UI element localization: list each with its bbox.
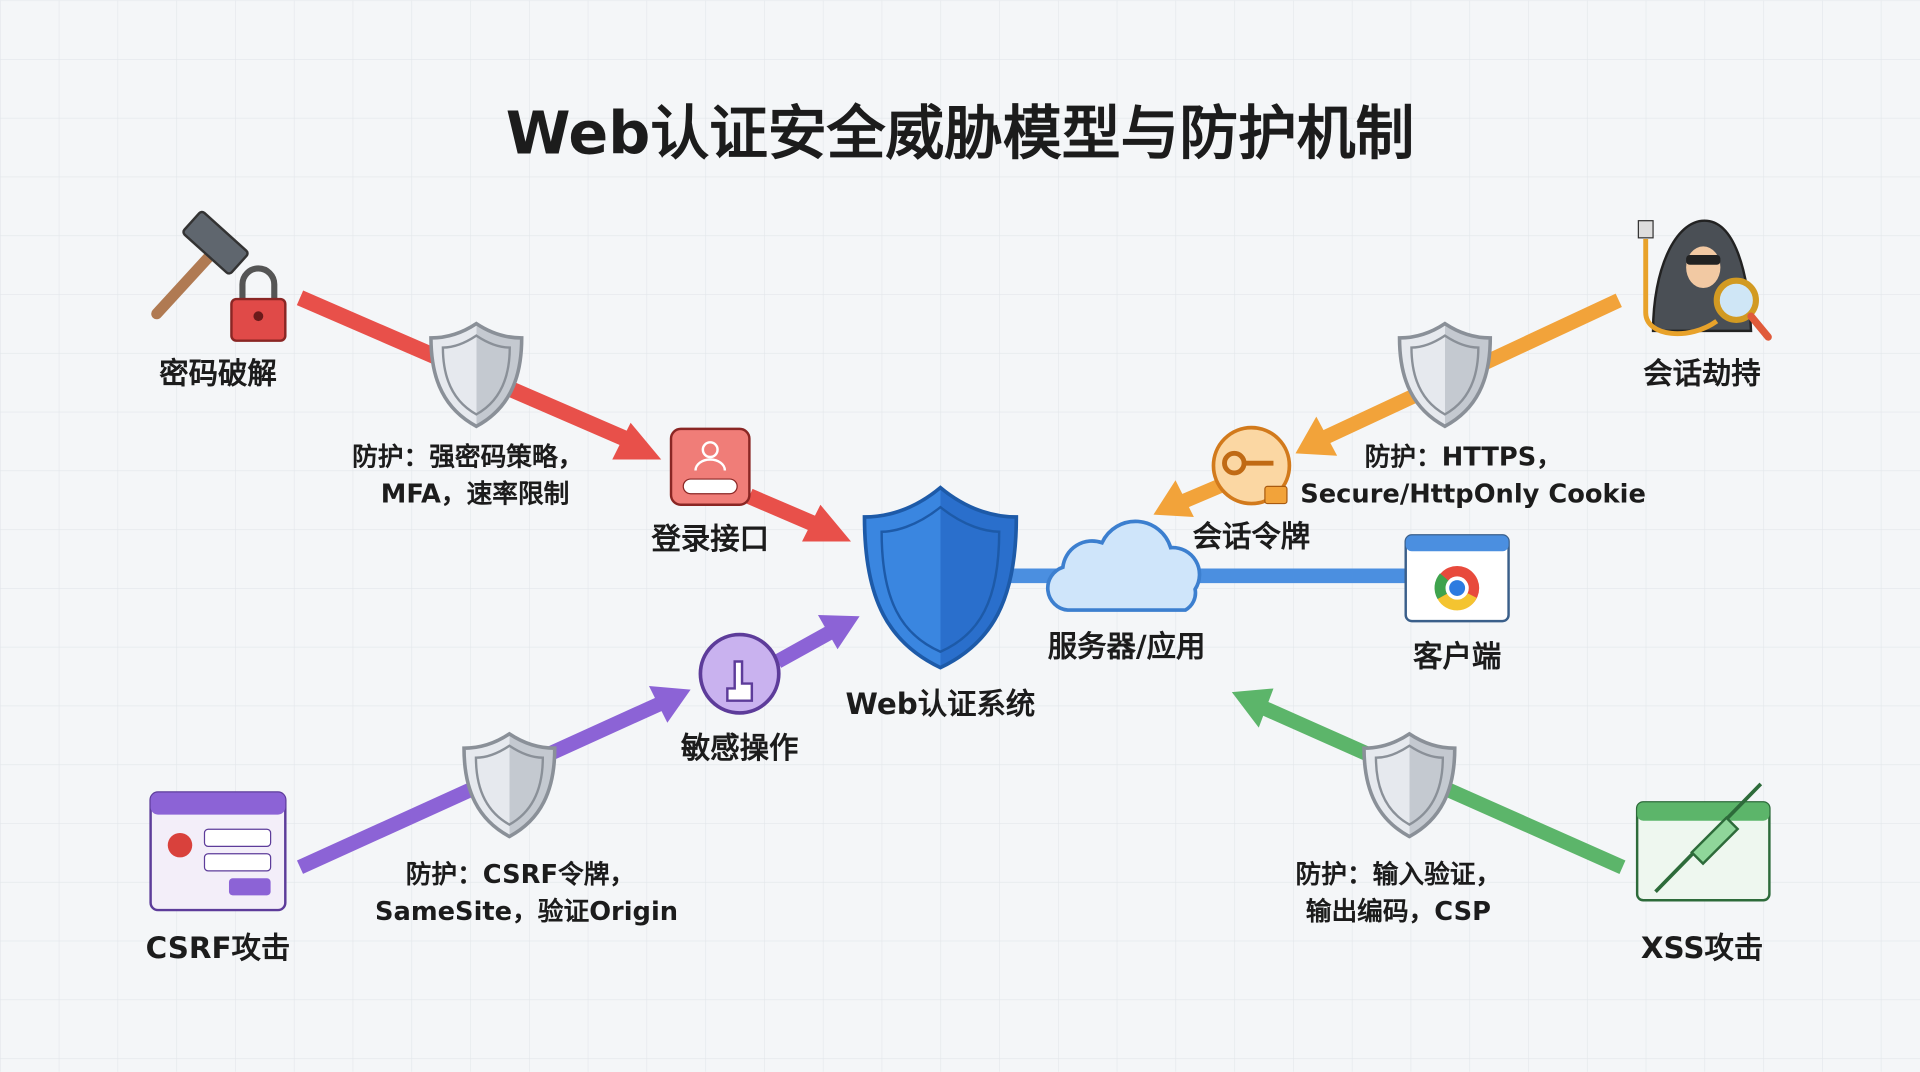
xss-syringe-page-icon: [1635, 782, 1771, 902]
defense-text: SameSite，验证Origin: [375, 896, 678, 927]
threat-label-csrf: CSRF攻击: [146, 931, 291, 965]
defense-text: 防护：CSRF令牌，: [406, 859, 635, 890]
defense-text: 防护：HTTPS，: [1365, 443, 1562, 473]
login-form-icon: [669, 427, 751, 506]
threat-label-password-cracking: 密码破解: [159, 357, 277, 391]
node-label-token: 会话令牌: [1193, 519, 1311, 553]
cloud-server-icon: [1045, 519, 1202, 612]
defense-text: 防护：强密码策略，: [352, 442, 583, 473]
diagram-title: Web认证安全威胁模型与防护机制: [506, 98, 1415, 167]
defense-text: MFA，速率限制: [381, 478, 570, 509]
csrf-malicious-page-icon: [149, 791, 287, 912]
defense-text: Secure/HttpOnly Cookie: [1300, 479, 1646, 509]
node-label-sensitive: 敏感操作: [681, 731, 799, 765]
node-label-login: 登录接口: [650, 522, 769, 556]
node-label-server: 服务器/应用: [1048, 630, 1206, 664]
central-shield-icon: [862, 485, 1019, 670]
browser-chrome-icon: [1404, 534, 1510, 623]
threat-label-xss: XSS攻击: [1641, 931, 1763, 965]
sensitive-action-touch-icon: [698, 632, 781, 715]
defense-text: 防护：输入验证，: [1296, 859, 1502, 890]
hammer-lock-icon: [151, 210, 287, 342]
hacker-icon: [1637, 219, 1772, 341]
node-label-client: 客户端: [1413, 639, 1501, 673]
central-label: Web认证系统: [846, 687, 1036, 721]
threat-label-session-hijack: 会话劫持: [1643, 357, 1761, 391]
session-key-icon: [1211, 425, 1292, 506]
defense-text: 输出编码，CSP: [1306, 896, 1491, 927]
